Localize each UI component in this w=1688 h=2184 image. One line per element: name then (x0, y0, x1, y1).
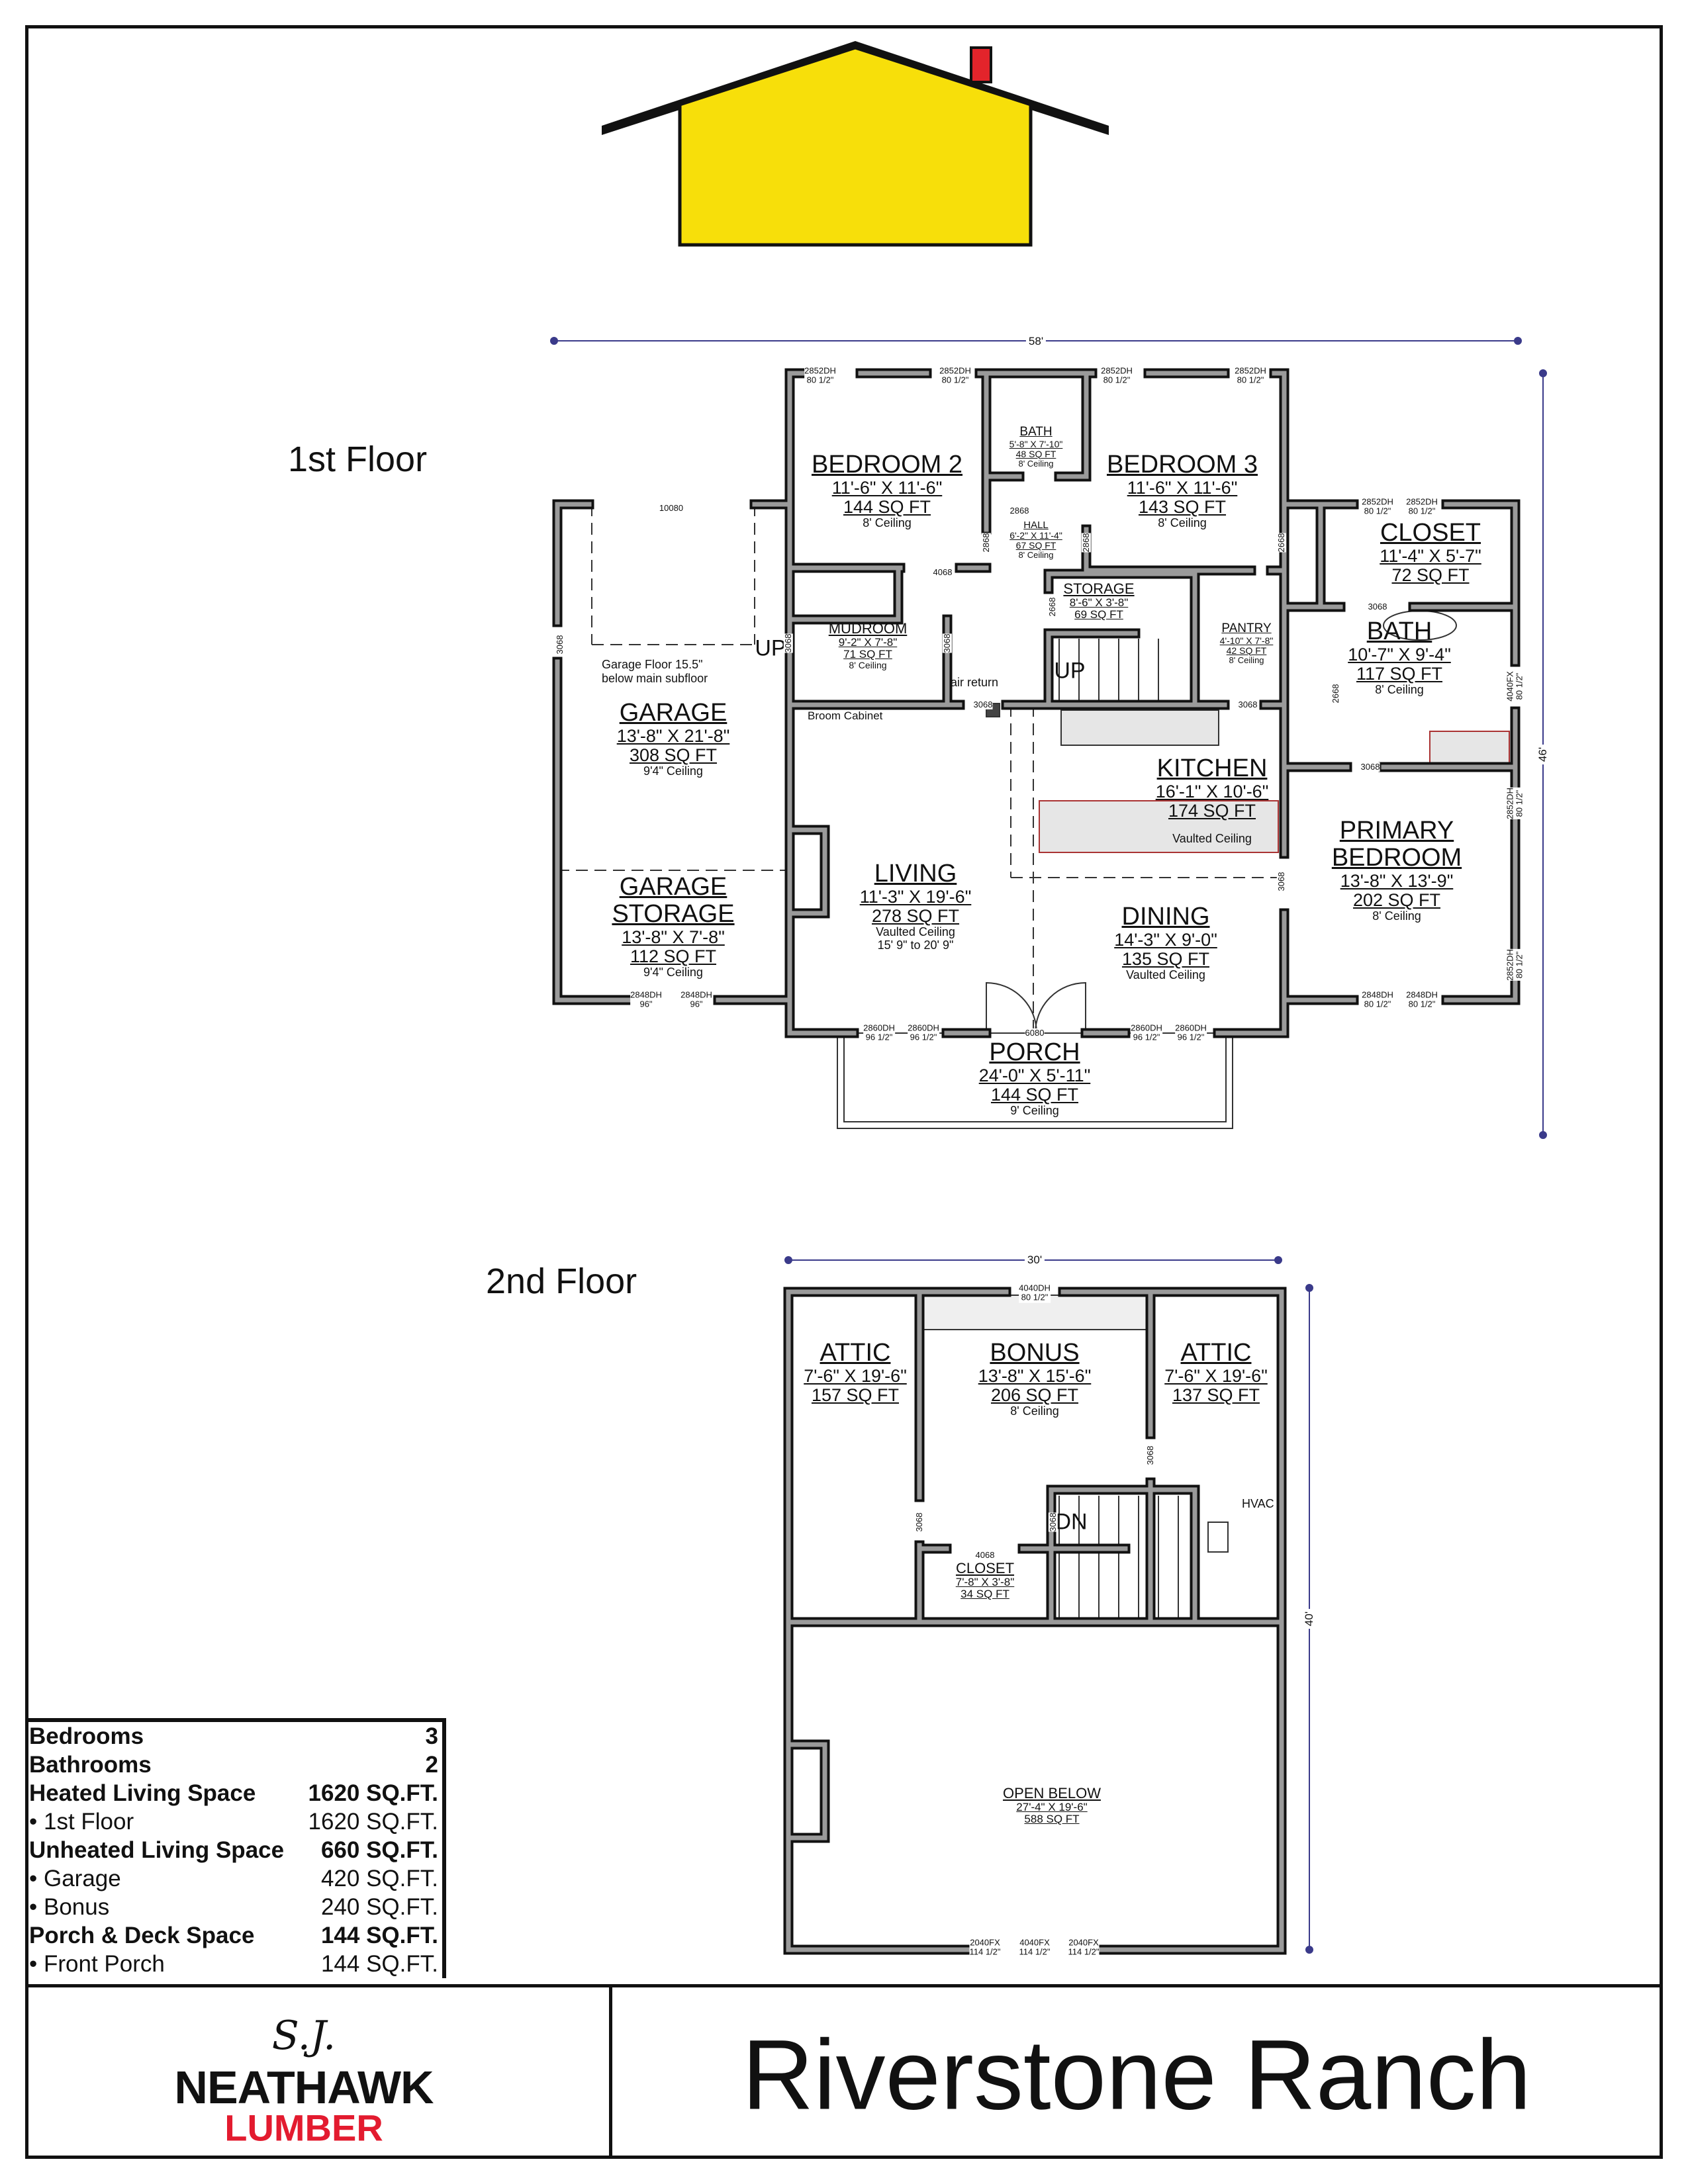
door-label: 2668 (1047, 597, 1058, 617)
door-label: 3068 (1238, 699, 1258, 710)
second-floor-width-dim: 30' (1024, 1253, 1045, 1267)
door-label: 6080 (1025, 1027, 1045, 1038)
door-label: 2868 (980, 533, 992, 553)
logo-name: NEATHAWK (174, 2062, 434, 2113)
title-block-separator (609, 1984, 612, 2159)
air-return-note: air return (951, 676, 999, 689)
stairs-down-label: DN (1055, 1509, 1088, 1535)
logo-sub: LUMBER (224, 2107, 383, 2149)
hvac-note: HVAC (1242, 1497, 1274, 1510)
door-label: 3068 (1360, 761, 1380, 772)
door-label: 2668 (1276, 533, 1287, 553)
door-label: 3068 (914, 1512, 925, 1532)
door-label: 3068 (1368, 601, 1387, 612)
door-label: 3068 (941, 633, 953, 653)
door-label: 10080 (659, 502, 684, 514)
door-label: 3068 (973, 699, 993, 710)
logo-script: S.J. (271, 2013, 336, 2059)
door-label: 3068 (554, 635, 565, 655)
first-floor-width-dim: 58' (1025, 335, 1047, 348)
door-label: 3068 (782, 633, 794, 653)
fixtures (557, 504, 1510, 1618)
title-block-divider (25, 1984, 1663, 1987)
first-floor-depth-dim: 46' (1536, 744, 1550, 765)
sheet-border (25, 25, 1663, 2159)
door-label: 2668 (1330, 684, 1341, 704)
first-floor-title: 1st Floor (288, 439, 428, 479)
garage-floor-note: Garage Floor 15.5"below main subfloor (602, 658, 708, 685)
door-label: 4068 (975, 1549, 995, 1561)
second-floor-title: 2nd Floor (486, 1261, 637, 1301)
door-label: 3068 (1047, 1512, 1058, 1532)
house-logo-icon (602, 41, 1109, 247)
stairs-up-label-garage: UP (755, 635, 786, 661)
walls (552, 368, 1521, 1955)
door-label: 3068 (1145, 1445, 1156, 1465)
plan-title: Riverstone Ranch (741, 2019, 1532, 2130)
stairs-up-label: UP (1054, 658, 1086, 684)
door-label: 2868 (1009, 505, 1029, 516)
second-floor-depth-dim: 40' (1303, 1608, 1316, 1629)
door-label: 4068 (933, 567, 953, 578)
door-label: 2868 (1080, 533, 1092, 553)
broom-cabinet-note: Broom Cabinet (808, 709, 883, 722)
door-label: 3068 (1276, 872, 1287, 891)
